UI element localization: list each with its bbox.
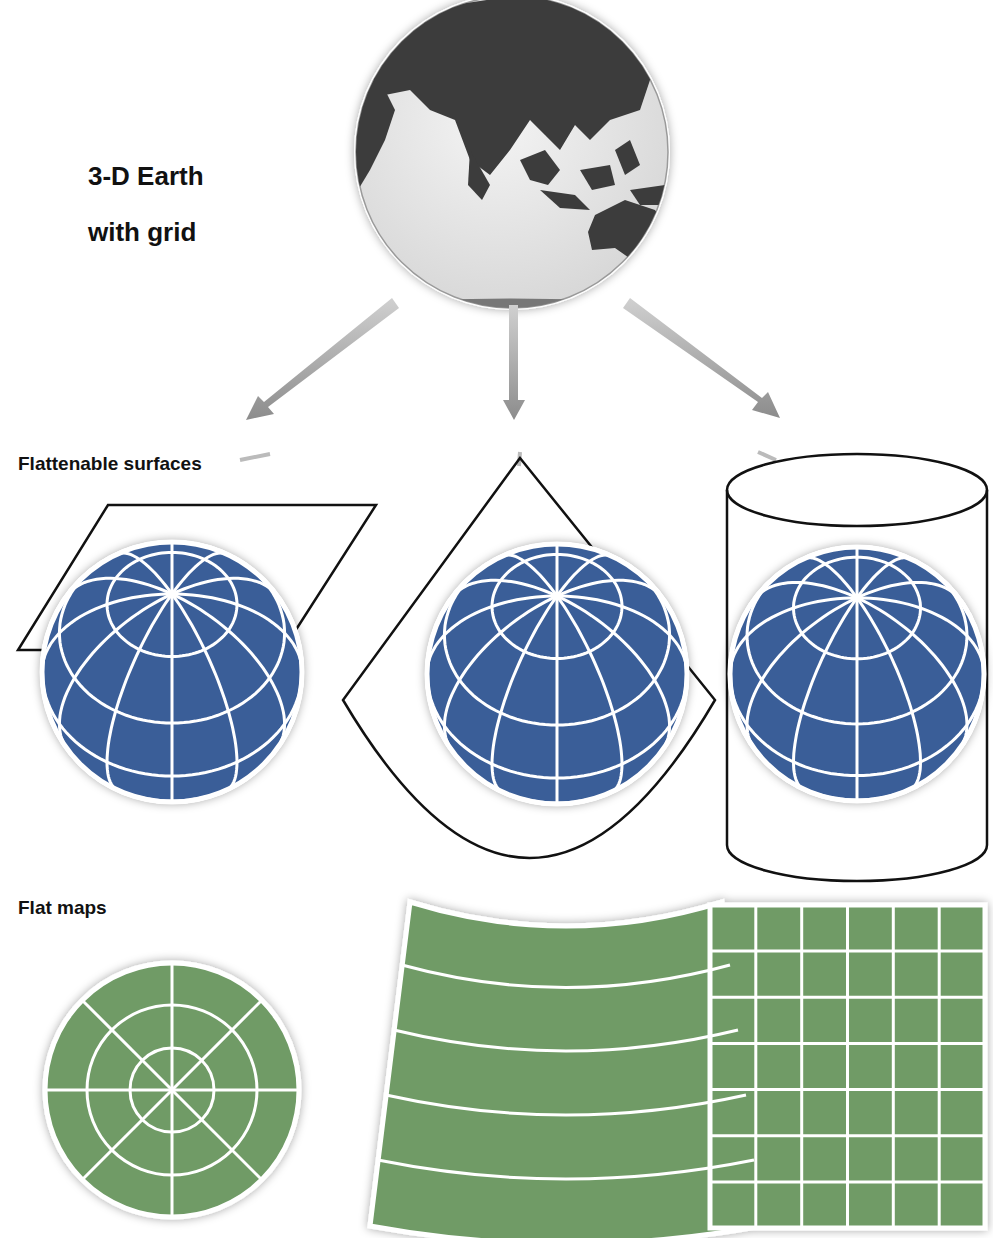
- parallel-line: [710, 1134, 985, 1137]
- australia-landmass: [588, 200, 670, 262]
- grid-line: [804, 558, 857, 598]
- grid-line: [107, 594, 172, 790]
- meridian-line: [800, 905, 803, 1228]
- parallel-arc: [394, 1030, 738, 1051]
- grid-line: [503, 555, 558, 596]
- borneo-island: [580, 165, 615, 190]
- azimuthal-map: [45, 963, 299, 1217]
- meridian-line: [171, 1090, 174, 1217]
- grid-globes: [40, 540, 986, 806]
- globe-shadow: [728, 545, 986, 803]
- africa-landmass: [345, 70, 395, 200]
- grid-line: [59, 566, 284, 723]
- grid-line: [107, 553, 237, 657]
- globe-rim: [42, 542, 302, 802]
- grid-line: [794, 557, 921, 659]
- meridian-line: [172, 1000, 262, 1090]
- dash-mark: [240, 454, 270, 460]
- cylinder-surface: [727, 490, 987, 881]
- parallel-line: [710, 1088, 985, 1091]
- asia-landmass: [360, 0, 680, 175]
- grid-line: [747, 571, 967, 724]
- cone-surface: [343, 458, 715, 858]
- sumatra-island: [540, 190, 590, 210]
- meridian-line: [938, 905, 941, 1228]
- globe-body: [427, 544, 687, 804]
- grid-line: [856, 598, 859, 801]
- parallel-line: [710, 1180, 985, 1183]
- grid-line: [172, 553, 227, 594]
- parallel-line: [710, 1042, 985, 1045]
- grid-line: [556, 544, 559, 596]
- dash-mark: [758, 452, 776, 460]
- grid-line: [557, 596, 622, 792]
- grid-line: [492, 596, 557, 792]
- cylinder-top: [727, 454, 987, 526]
- map-disc: [45, 963, 299, 1217]
- indochina: [520, 150, 560, 185]
- arrow-dashes: [240, 452, 776, 466]
- section-heading: Flattenable surfaces: [18, 452, 338, 476]
- grid-line: [444, 568, 669, 725]
- meridian-line: [171, 963, 174, 1090]
- section-heading: Flat maps: [18, 896, 338, 920]
- globe-caption: 3-D Earth with grid: [88, 148, 238, 260]
- arrow-to-cylinder: [623, 298, 780, 418]
- parallel-line: [710, 950, 985, 953]
- grid-line: [856, 547, 859, 598]
- grid-line: [171, 542, 174, 594]
- meridian-line: [846, 905, 849, 1228]
- philippine-islands: [615, 140, 640, 175]
- grid-line: [794, 598, 858, 790]
- map-grid-lines: [45, 905, 985, 1228]
- grid-line: [171, 594, 174, 802]
- globe-rim: [730, 547, 984, 801]
- meridian-line: [82, 1090, 172, 1180]
- globe-shadow: [40, 540, 304, 804]
- grid-line: [118, 553, 173, 594]
- projection-arrows: [246, 298, 780, 420]
- continents: [345, 0, 680, 320]
- grid-line: [857, 598, 921, 790]
- flat-maps: [45, 902, 985, 1238]
- new-guinea-island: [630, 185, 675, 205]
- grid-line: [557, 555, 612, 596]
- parallel-arc: [378, 1160, 754, 1179]
- grid-line: [556, 596, 559, 804]
- cylinder-rim: [727, 454, 987, 526]
- cylindrical-map: [710, 905, 985, 1228]
- meridian-line: [754, 905, 757, 1228]
- globe-body: [730, 547, 984, 801]
- globe-shadow: [425, 542, 689, 806]
- grid-line: [492, 555, 622, 659]
- parallel-arc: [402, 965, 730, 988]
- grid-line: [172, 594, 237, 790]
- arrow-to-plane: [246, 298, 399, 420]
- earth-globe: [345, 0, 680, 320]
- meridian-line: [172, 1090, 262, 1180]
- meridian-line: [82, 1000, 172, 1090]
- grid-line: [857, 558, 910, 598]
- grid-globe: [40, 540, 304, 804]
- surface-outlines: [18, 458, 987, 881]
- grid-globe: [425, 542, 689, 806]
- grid-globe: [728, 545, 986, 803]
- parallel-line: [710, 996, 985, 999]
- meridian-line: [45, 1089, 172, 1092]
- globe-body: [42, 542, 302, 802]
- conic-map: [370, 902, 762, 1238]
- meridian-line: [892, 905, 895, 1228]
- arrow-to-cone: [503, 305, 525, 420]
- meridian-line: [172, 1089, 299, 1092]
- parallel-arc: [386, 1095, 746, 1115]
- globe-rim: [427, 544, 687, 804]
- india-peninsula: [468, 150, 490, 200]
